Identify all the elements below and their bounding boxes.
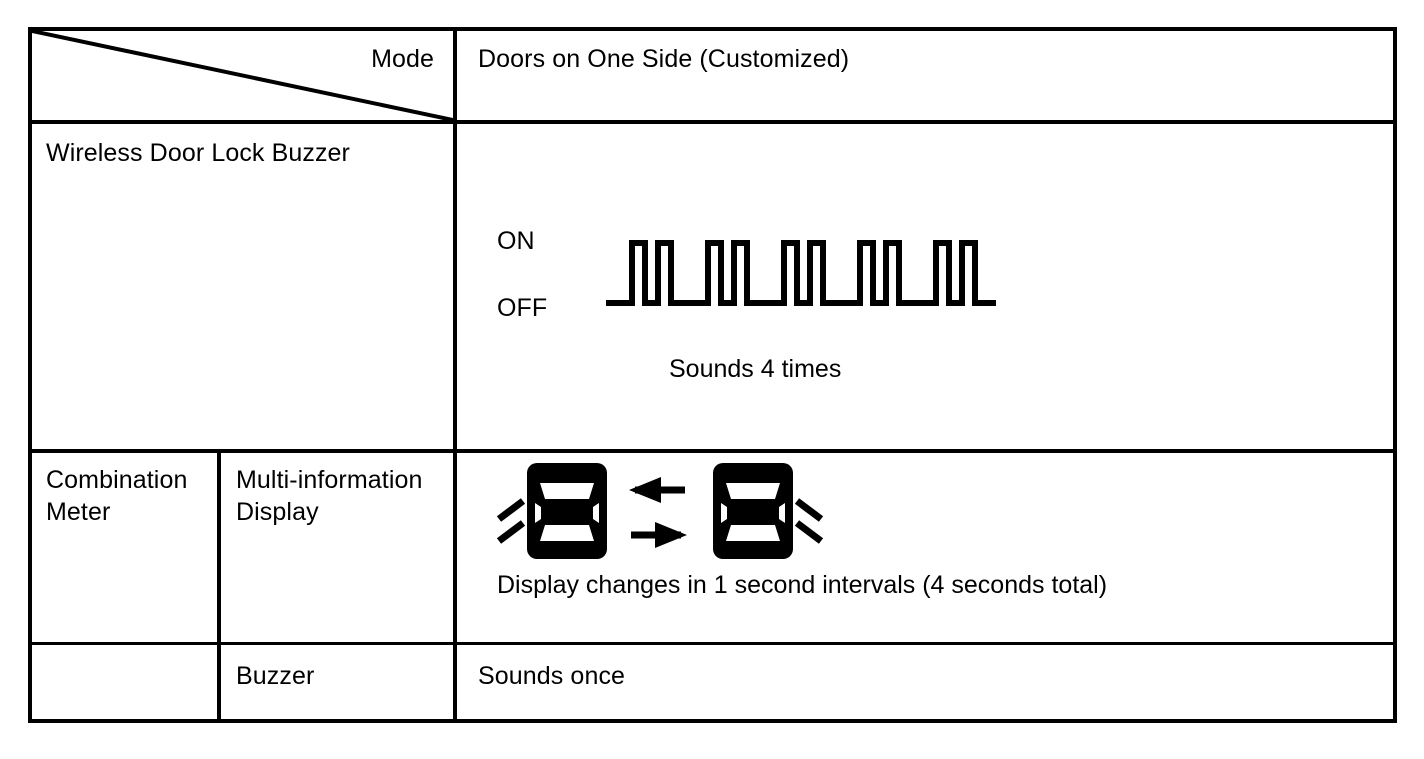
row-group-label-combination-meter: Combination Meter — [46, 466, 188, 526]
waveform-caption: Sounds 4 times — [669, 355, 842, 383]
waveform-on-label: ON — [497, 227, 535, 255]
table-row-combination-meter-buzzer — [32, 642, 1393, 723]
diagonal-divider-line — [32, 31, 453, 120]
header-mode-column: Doors on One Side (Customized) — [478, 45, 850, 73]
header-corner-label: Mode — [371, 45, 434, 73]
car-flash-diagram — [496, 463, 824, 559]
column-rule-mid-row — [453, 449, 457, 723]
diagram-caption: Display changes in 1 second intervals (4… — [497, 571, 1108, 599]
cell-multi-information-display-diagram: Display changes in 1 second intervals (4… — [457, 449, 1397, 642]
cell-combination-meter-buzzer-value: Sounds once — [478, 662, 626, 690]
column-rule-header — [453, 31, 457, 120]
table-row-multi-information-display — [32, 449, 1393, 642]
waveform-off-label: OFF — [497, 294, 548, 322]
cell-buzzer-waveform: ON OFF Sounds 4 times — [457, 120, 1397, 449]
arrow-left-icon — [629, 477, 685, 503]
arrow-right-icon — [631, 522, 687, 548]
car-top-view-flash-right-icon — [713, 463, 824, 559]
car-top-view-flash-left-icon — [496, 463, 607, 559]
row-label-wireless-door-lock-buzzer: Wireless Door Lock Buzzer — [46, 139, 350, 167]
column-rule-subcategory — [217, 449, 221, 723]
spec-table: Mode Doors on One Side (Customized) Wire… — [28, 27, 1397, 723]
row-label-combination-meter-buzzer: Buzzer — [236, 662, 315, 690]
header-corner-cell: Mode — [32, 31, 453, 120]
square-wave-trace — [606, 240, 996, 306]
table-row-wireless-door-lock-buzzer — [32, 120, 1393, 449]
row-label-multi-information-display: Multi-information Display — [236, 466, 423, 526]
buzzer-timing-chart: ON OFF Sounds 4 times — [497, 225, 1057, 383]
display-change-diagram — [495, 457, 855, 567]
column-rule-buzzer-row — [453, 120, 457, 449]
